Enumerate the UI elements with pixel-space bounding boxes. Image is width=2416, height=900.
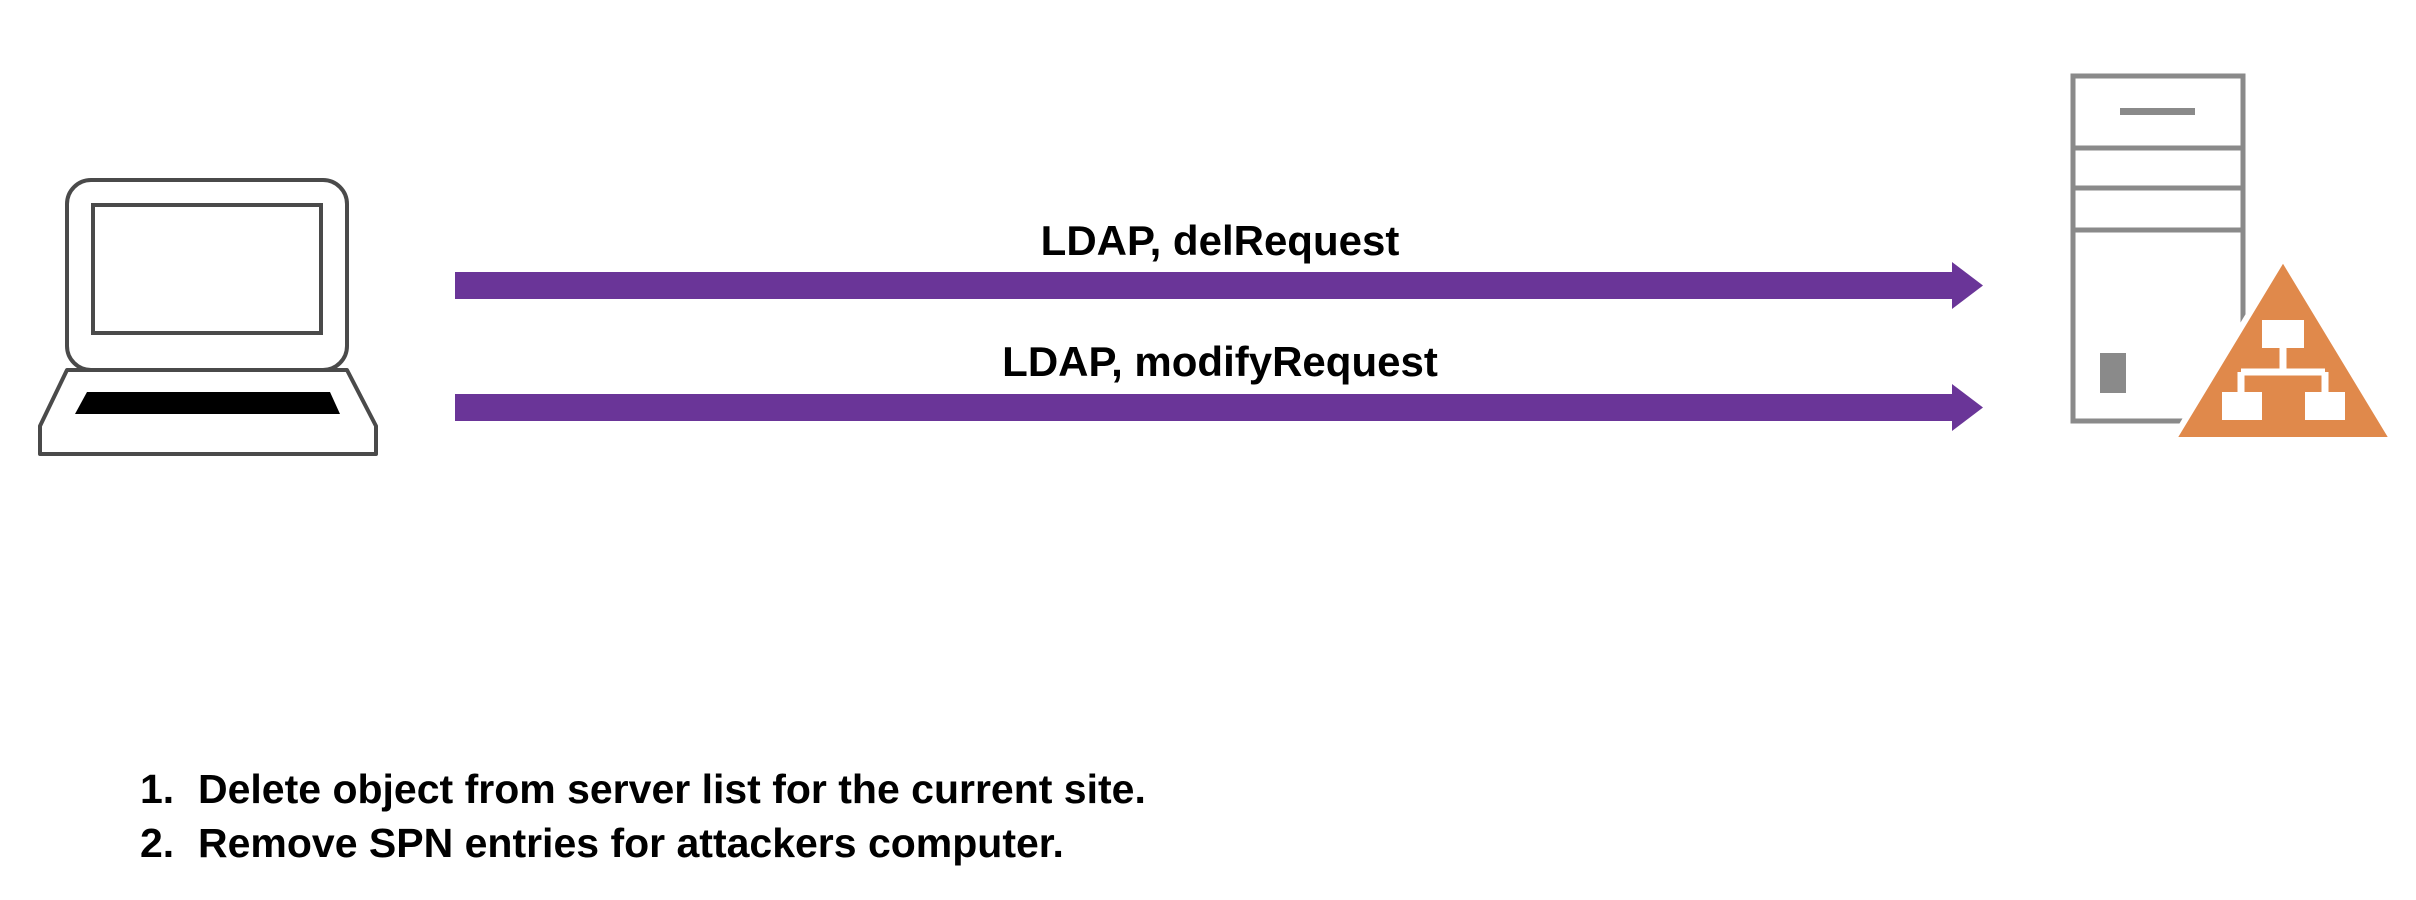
arrow-shaft — [455, 272, 1955, 299]
arrow-head — [1952, 262, 1983, 309]
arrow-label-modify-request: LDAP, modifyRequest — [1002, 338, 1438, 385]
steps-list: 1. Delete object from server list for th… — [140, 762, 1146, 870]
step-text: Delete object from server list for the c… — [198, 766, 1146, 812]
arrow-shaft — [455, 394, 1955, 421]
arrow-modify-request: LDAP, modifyRequest — [455, 338, 1983, 431]
step-number: 2. — [140, 820, 175, 866]
laptop-icon — [38, 178, 378, 456]
arrow-label-del-request: LDAP, delRequest — [1041, 217, 1400, 264]
step-text: Remove SPN entries for attackers compute… — [198, 820, 1064, 866]
step-number: 1. — [140, 766, 175, 812]
server-tower-icon — [2070, 73, 2246, 424]
step-item: 2. Remove SPN entries for attackers comp… — [140, 816, 1146, 870]
arrow-head — [1952, 384, 1983, 431]
arrow-del-request: LDAP, delRequest — [455, 217, 1983, 309]
domain-controller-icon — [2170, 255, 2396, 443]
step-item: 1. Delete object from server list for th… — [140, 762, 1146, 816]
